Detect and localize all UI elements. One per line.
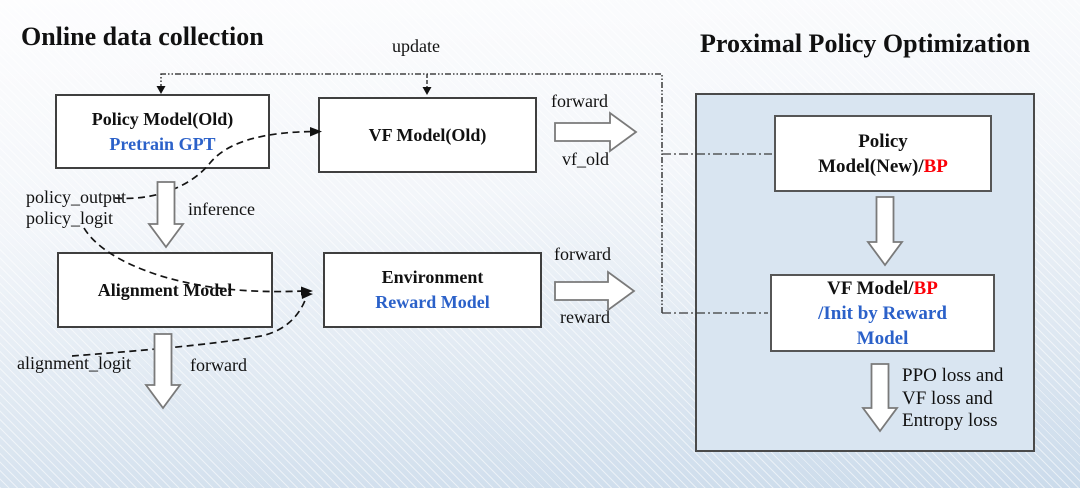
arrowhead-environment-upper <box>301 286 313 296</box>
forward-alignment-label: forward <box>190 355 247 375</box>
forward-vf-label: forward <box>551 91 608 111</box>
vf-model-old-title: VF Model(Old) <box>368 124 487 145</box>
vf-model-new-line3: Model <box>856 327 909 349</box>
environment-box: Environment Reward Model <box>323 252 542 328</box>
forward-vf-old-block-arrow <box>554 111 638 153</box>
vf-model-old-box: VF Model(Old) <box>318 97 537 173</box>
alignment-model-box: Alignment Model <box>57 252 273 328</box>
alignment-model-title: Alignment Model <box>97 279 233 300</box>
update-arrowhead-vf-old <box>422 87 432 95</box>
policy-model-new-line2: Model(New)/BP <box>818 154 948 179</box>
forward-environment-block-arrow <box>554 270 636 312</box>
forward-alignment-block-arrow <box>144 333 182 410</box>
vf-model-new-line2: /Init by Reward <box>818 302 947 324</box>
update-label: update <box>392 36 440 56</box>
vf-model-new-bp: BP <box>913 277 938 299</box>
policy-model-new-bp: BP <box>923 155 948 177</box>
vf-model-new-box: VF Model/BP /Init by Reward Model <box>770 274 995 352</box>
inference-block-arrow <box>147 181 185 249</box>
vf-model-new-line1: VF Model/BP <box>827 276 938 301</box>
reward-model-label: Reward Model <box>375 292 490 312</box>
policy-model-new-box: Policy Model(New)/BP <box>774 115 992 192</box>
policy-model-old-title: Policy Model(Old) <box>91 108 234 129</box>
loss-line-entropy: Entropy loss <box>902 410 998 431</box>
alignment-logit-label: alignment_logit <box>17 353 131 373</box>
inference-label: inference <box>188 199 255 219</box>
loss-line-vf: VF loss and <box>902 387 993 409</box>
policy-model-old-box: Policy Model(Old) Pretrain GPT <box>55 94 270 169</box>
loss-line-ppo: PPO loss and <box>902 365 1004 386</box>
forward-environment-label: forward <box>554 244 611 264</box>
policy-output-label: policy_output <box>26 187 126 207</box>
policy-model-new-line1: Policy <box>858 130 908 152</box>
update-arrowhead-policy-old <box>156 86 166 94</box>
reward-output-label: reward <box>560 307 610 327</box>
right-section-title: Proximal Policy Optimization <box>700 29 1031 58</box>
environment-title: Environment <box>381 267 484 287</box>
policy-model-new-line2-prefix: Model(New)/ <box>818 155 924 177</box>
left-section-title: Online data collection <box>21 22 264 51</box>
policy-logit-label: policy_logit <box>26 208 113 228</box>
vf-old-output-label: vf_old <box>562 149 609 169</box>
vf-model-new-line1-prefix: VF Model/ <box>827 277 914 299</box>
loss-text-block: PPO loss and VF loss and Entropy loss <box>902 365 1003 433</box>
pretrain-gpt-label: Pretrain GPT <box>109 133 216 154</box>
arrowhead-environment-lower <box>301 290 313 299</box>
